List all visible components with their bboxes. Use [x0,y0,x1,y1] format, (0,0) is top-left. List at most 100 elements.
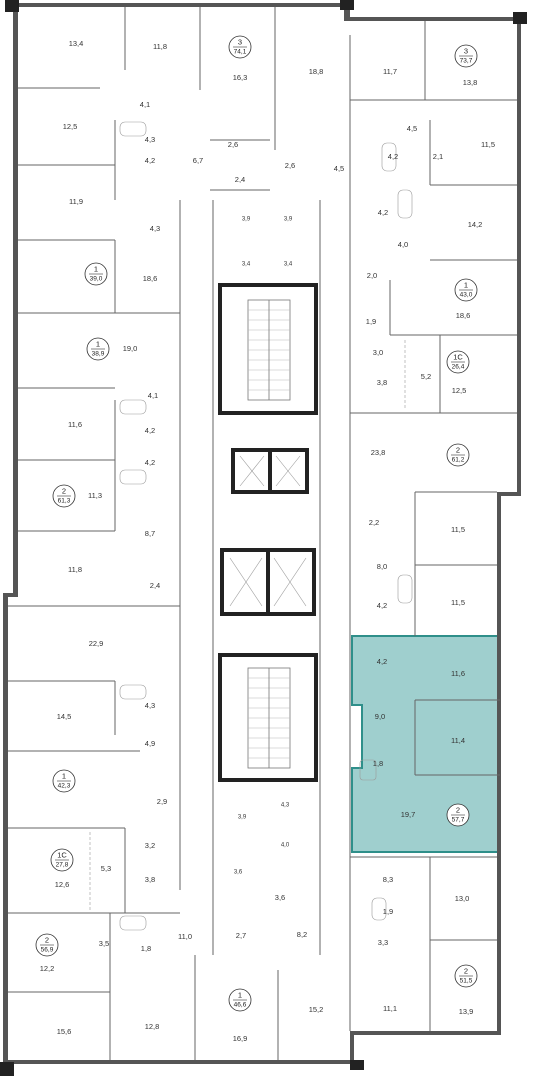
apartment-badge[interactable]: 1С 26,4 [446,350,470,374]
room-label: 19,0 [123,344,138,353]
room-label: 1,9 [383,907,393,916]
room-label: 2,6 [228,140,238,149]
badge-area: 27,8 [56,862,69,869]
apartment-badge[interactable]: 143,0 [454,278,478,302]
room-label: 8,7 [145,529,155,538]
room-label: 4,9 [145,739,155,748]
room-label: 2,2 [369,518,379,527]
room-label: 2,6 [285,161,295,170]
apartment-badge[interactable]: 257,7 [446,803,470,827]
room-label: 3,4 [242,262,251,268]
badge-room-count: 1С [57,850,67,859]
badge-room-count: 2 [456,805,460,814]
badge-area: 38,9 [92,351,105,358]
room-label: 11,3 [88,491,102,500]
apartment-badge[interactable]: 374,1 [228,35,252,59]
badge-room-count: 2 [62,486,66,495]
room-label: 3,6 [275,893,285,902]
room-label: 4,3 [145,135,155,144]
room-label: 4,3 [281,803,290,809]
room-label: 11,5 [451,525,465,534]
room-label: 14,2 [468,220,483,229]
room-label: 16,9 [233,1034,248,1043]
room-label: 11,5 [451,598,465,607]
interior-walls [8,7,517,1060]
badge-area: 61,3 [58,498,71,505]
apartment-badge[interactable]: 251,5 [454,964,478,988]
badge-area: 56,9 [41,947,54,954]
room-label: 11,6 [451,669,465,678]
badge-room-count: 2 [464,966,468,975]
room-label: 5,3 [101,864,111,873]
room-label: 4,2 [388,152,398,161]
apartment-badge[interactable]: 138,9 [86,337,110,361]
apartment-badge[interactable]: 139,0 [84,262,108,286]
room-label: 4,1 [140,100,150,109]
room-label: 3,0 [373,348,383,357]
badge-room-count: 1 [238,990,242,999]
badge-area: 61,2 [452,457,465,464]
apartment-badge[interactable]: 146,6 [228,988,252,1012]
room-label: 11,8 [68,565,82,574]
badge-room-count: 1 [62,771,66,780]
room-label: 14,5 [57,712,72,721]
room-label: 11,8 [153,42,167,51]
room-label: 4,2 [145,426,155,435]
room-label: 2,0 [367,271,377,280]
room-label: 3,3 [378,938,388,947]
badge-area: 46,6 [234,1002,247,1009]
room-label: 11,5 [481,140,495,149]
room-label: 18,8 [309,67,324,76]
badge-area: 51,5 [460,978,473,985]
room-label: 2,4 [235,175,245,184]
room-labels: 13,4 11,8 16,3 18,8 11,7 13,8 4,1 12,5 4… [40,39,495,1043]
room-label: 18,6 [456,311,471,320]
highlighted-apartment[interactable] [351,635,501,853]
room-label: 2,4 [150,581,160,590]
room-label: 11,7 [383,67,397,76]
apartment-badge[interactable]: 256,9 [35,933,59,957]
badge-room-count: 1 [94,264,98,273]
room-label: 3,9 [284,217,293,223]
room-label: 3,4 [284,262,293,268]
apartment-badge[interactable]: 373,7 [454,44,478,68]
apartment-badge[interactable]: 1С 27,8 [50,848,74,872]
badge-area: 57,7 [452,817,465,824]
room-label: 15,6 [57,1027,72,1036]
room-label: 4,3 [150,224,160,233]
badge-area: 26,4 [452,364,465,371]
room-label: 13,9 [459,1007,474,1016]
room-label: 13,8 [463,78,478,87]
room-label: 4,3 [145,701,155,710]
room-label: 3,2 [145,841,155,850]
room-label: 12,8 [145,1022,160,1031]
room-label: 15,2 [309,1005,324,1014]
room-label: 12,5 [63,122,78,131]
room-label: 19,7 [401,810,416,819]
room-label: 1,9 [366,317,376,326]
apartment-badge[interactable]: 261,2 [446,443,470,467]
badge-room-count: 3 [464,46,468,55]
room-label: 22,9 [89,639,104,648]
badge-area: 42,3 [58,783,71,790]
apartment-badge[interactable]: 261,3 [52,484,76,508]
badge-room-count: 2 [456,445,460,454]
room-label: 3,6 [234,870,243,876]
room-label: 3,9 [242,217,251,223]
room-label: 23,8 [371,448,386,457]
room-label: 11,0 [178,932,192,941]
apartment-badge[interactable]: 142,3 [52,769,76,793]
room-label: 1,8 [373,759,383,768]
badge-room-count: 1С [453,352,463,361]
badge-area: 39,0 [90,276,103,283]
room-label: 9,0 [375,712,385,721]
room-label: 2,9 [157,797,167,806]
room-label: 4,0 [281,843,290,849]
room-label: 12,6 [55,880,70,889]
room-label: 3,8 [377,378,387,387]
badge-room-count: 1 [96,339,100,348]
room-label: 11,4 [451,736,465,745]
room-label: 2,7 [236,931,246,940]
